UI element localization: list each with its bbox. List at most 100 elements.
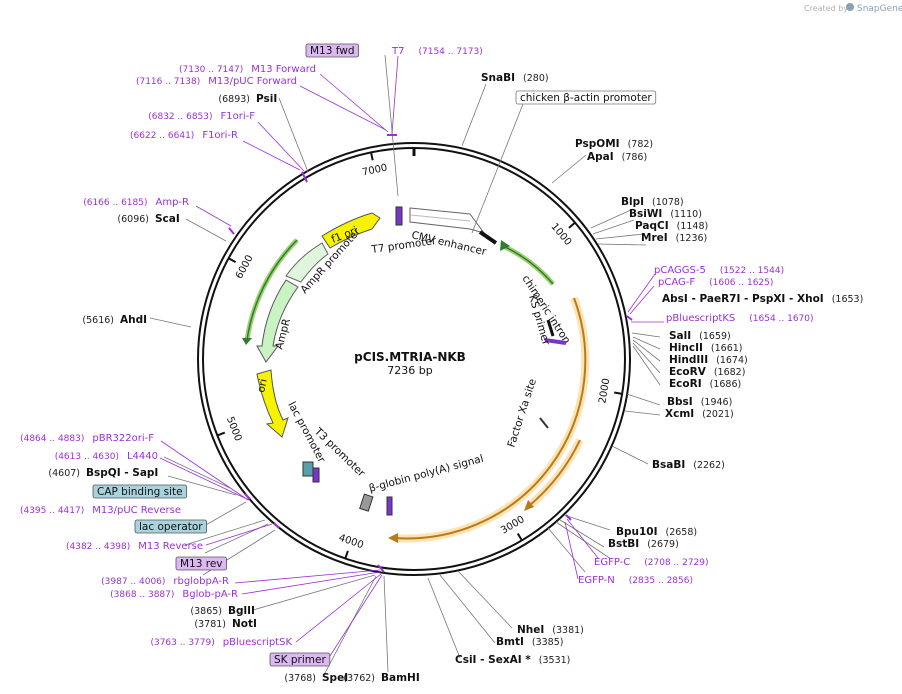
primer-label: M13/pUC Forward — [208, 76, 297, 87]
enzyme-label: NotI — [232, 618, 257, 630]
primer-position: (6166 .. 6185) — [83, 198, 147, 208]
enzyme-label: CsiI - SexAI * — [455, 654, 531, 666]
enzyme-position: (1661) — [711, 343, 743, 354]
enzyme-position: (2021) — [702, 409, 734, 420]
feature-label-factor-xa: Factor Xa site — [505, 377, 538, 449]
primer-position: (6622 .. 6641) — [130, 131, 194, 141]
enzyme-label: BamHI — [381, 672, 420, 684]
enzyme-position: (6893) — [218, 94, 250, 105]
primer-position: (1654 .. 1670) — [749, 314, 813, 324]
scale-tick — [614, 391, 623, 395]
credit-brand: SnapGene — [857, 4, 902, 14]
boxed-label-text: SK primer — [274, 654, 326, 666]
primer-label: L4440 — [127, 451, 158, 462]
primer-position: (6832 .. 6853) — [148, 112, 212, 122]
enzyme-label: XcmI — [665, 408, 694, 420]
enzyme-position: (1686) — [710, 379, 742, 390]
primer-label: pBR322ori-F — [92, 433, 154, 444]
feature-b-globin-polya — [359, 493, 374, 512]
primer-position: (1606 .. 1625) — [709, 278, 773, 288]
plasmid-length: 7236 bp — [387, 364, 432, 377]
primer-position: (7116 .. 7138) — [136, 77, 200, 87]
enzyme-position: (3381) — [552, 625, 584, 636]
enzyme-position: (2679) — [647, 539, 679, 550]
feature-ampr-promoter — [285, 242, 329, 283]
enzyme-position: (782) — [628, 139, 654, 150]
scale-tick-label: 1000 — [549, 221, 574, 248]
feature-cmv-enhancer — [409, 207, 486, 234]
feature-chicken-actin-promoter-bar — [478, 230, 498, 245]
enzyme-position: (1110) — [670, 209, 702, 220]
primer-position: (4864 .. 4883) — [20, 434, 84, 444]
feature-ampr-outer — [246, 239, 298, 341]
boxed-label-text: chicken β-actin promoter — [520, 92, 652, 104]
boxed-label: SK primer — [269, 652, 331, 667]
primer-label: M13 Forward — [251, 64, 316, 75]
enzyme-label: EcoRV — [669, 366, 707, 378]
enzyme-position: (6096) — [117, 214, 149, 225]
primer-position: (4613 .. 4630) — [55, 452, 119, 462]
scale-tick — [370, 152, 374, 161]
primer-position: (7130 .. 7147) — [179, 65, 243, 75]
feature-ori — [256, 369, 289, 438]
primer-label: Amp-R — [156, 197, 190, 208]
enzyme-position: (3865) — [190, 606, 222, 617]
primer-label: rbglobpA-R — [173, 576, 229, 587]
feature-factor-xa-mark — [539, 417, 549, 429]
primer-label: pBluescriptKS — [666, 313, 735, 324]
primer-label: M13 Reverse — [138, 541, 203, 552]
scale-tick — [344, 550, 349, 559]
enzyme-position: (3531) — [539, 655, 571, 666]
enzyme-label: AhdI — [120, 314, 147, 326]
feature-ks-primer — [544, 338, 567, 345]
enzyme-position: (3781) — [194, 619, 226, 630]
primer-label: EGFP-N — [578, 575, 615, 586]
backbone-outer — [197, 142, 631, 576]
enzyme-label: AbsI - PaeR7I - PspXI - XhoI — [662, 293, 824, 305]
scale-tick — [516, 532, 523, 541]
primer-position: (4395 .. 4417) — [20, 506, 84, 516]
cmv-inner-line — [410, 214, 471, 222]
feature-t3-promoter — [312, 467, 320, 483]
snapgene-logo-icon — [846, 3, 854, 11]
enzyme-label: BlpI — [621, 196, 644, 208]
primer-leader-lines — [159, 55, 664, 660]
feature-ampr — [256, 279, 299, 363]
credit-text: Created by — [804, 4, 848, 13]
primer-position: (2835 .. 2856) — [629, 576, 693, 586]
enzyme-label: BstBI — [608, 538, 639, 550]
enzyme-position: (4607) — [48, 468, 80, 479]
feature-lac-promoter — [302, 461, 314, 477]
boxed-label-text: CAP binding site — [97, 486, 183, 498]
scale-tick-label: 3000 — [499, 514, 526, 536]
enzyme-label: HindIII — [669, 354, 708, 366]
feature-orange-2-glow — [527, 438, 584, 509]
scale-tick-label: 6000 — [234, 253, 256, 281]
feature-t7-promoter — [395, 206, 403, 226]
enzyme-label: ApaI — [587, 151, 614, 163]
boxed-label: chicken β-actin promoter — [515, 90, 657, 105]
feature-ks-primer-bar — [546, 319, 555, 337]
feature-orange-2 — [529, 439, 581, 506]
enzyme-label: PaqCI — [635, 220, 669, 232]
scale-tick — [228, 257, 237, 263]
primer-position: (2708 .. 2729) — [644, 558, 708, 568]
enzyme-position: (1148) — [677, 221, 709, 232]
enzyme-position: (3385) — [532, 637, 564, 648]
primer-label: Bglob-pA-R — [182, 589, 238, 600]
enzyme-label: BsiWI — [629, 208, 662, 220]
enzyme-label: NheI — [517, 624, 544, 636]
enzyme-label: SalI — [669, 330, 691, 342]
primer-position: (3763 .. 3779) — [150, 638, 214, 648]
enzyme-label: BglII — [228, 605, 255, 617]
enzyme-position: (2262) — [693, 460, 725, 471]
boxed-label: lac operator — [134, 519, 208, 534]
primer-label: F1ori-R — [202, 130, 238, 141]
boxed-label: CAP binding site — [92, 484, 188, 499]
feature-b-globin-primer — [386, 496, 393, 516]
enzyme-position: (3762) — [343, 673, 375, 684]
feature-chimeric-intron-line — [502, 245, 554, 285]
scale-tick — [216, 431, 226, 437]
enzyme-position: (1653) — [832, 294, 864, 305]
